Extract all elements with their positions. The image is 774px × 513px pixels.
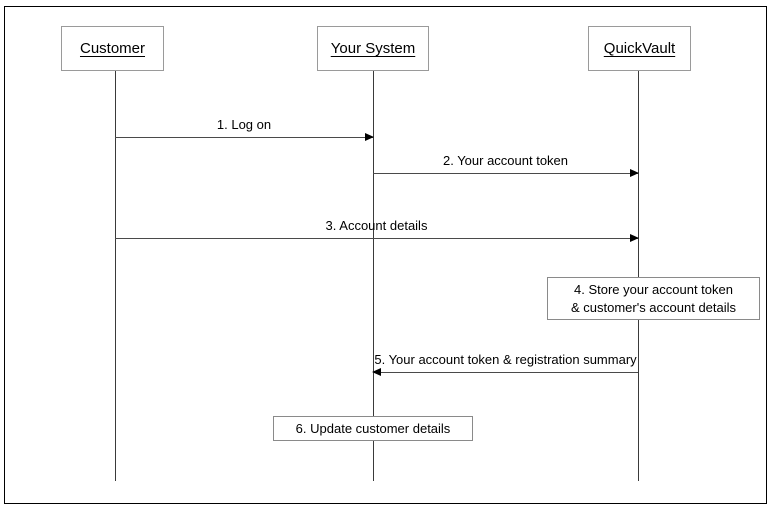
message-3-label: 3. Account details <box>325 218 428 234</box>
arrowhead-left-icon <box>372 368 381 376</box>
lifeline-quickvault <box>638 71 639 481</box>
note-4-line-1: 4. Store your account token <box>574 281 733 297</box>
arrowhead-right-icon <box>630 169 639 177</box>
participant-label-your-system: Your System <box>330 40 416 57</box>
note-6-line-1: 6. Update customer details <box>295 420 451 436</box>
participant-box-quickvault[interactable]: QuickVault <box>588 26 691 71</box>
message-3-line <box>115 238 638 239</box>
participant-box-customer[interactable]: Customer <box>61 26 164 71</box>
lifeline-customer <box>115 71 116 481</box>
message-5-line <box>373 372 638 373</box>
message-2-label: 2. Your account token <box>442 153 569 169</box>
arrowhead-right-icon <box>365 133 374 141</box>
message-5-label: 5. Your account token & registration sum… <box>374 352 637 368</box>
note-box-4-store-account-token[interactable]: 4. Store your account token & customer's… <box>547 277 760 320</box>
participant-label-quickvault: QuickVault <box>603 40 676 57</box>
note-4-line-2: & customer's account details <box>570 299 737 315</box>
message-1-line <box>115 137 373 138</box>
participant-label-customer: Customer <box>79 40 146 57</box>
arrowhead-right-icon <box>630 234 639 242</box>
lifeline-your-system <box>373 71 374 481</box>
note-box-6-update-customer-details[interactable]: 6. Update customer details <box>273 416 473 441</box>
participant-box-your-system[interactable]: Your System <box>317 26 429 71</box>
message-1-label: 1. Log on <box>216 117 272 133</box>
diagram-border <box>4 6 767 504</box>
message-2-line <box>373 173 638 174</box>
